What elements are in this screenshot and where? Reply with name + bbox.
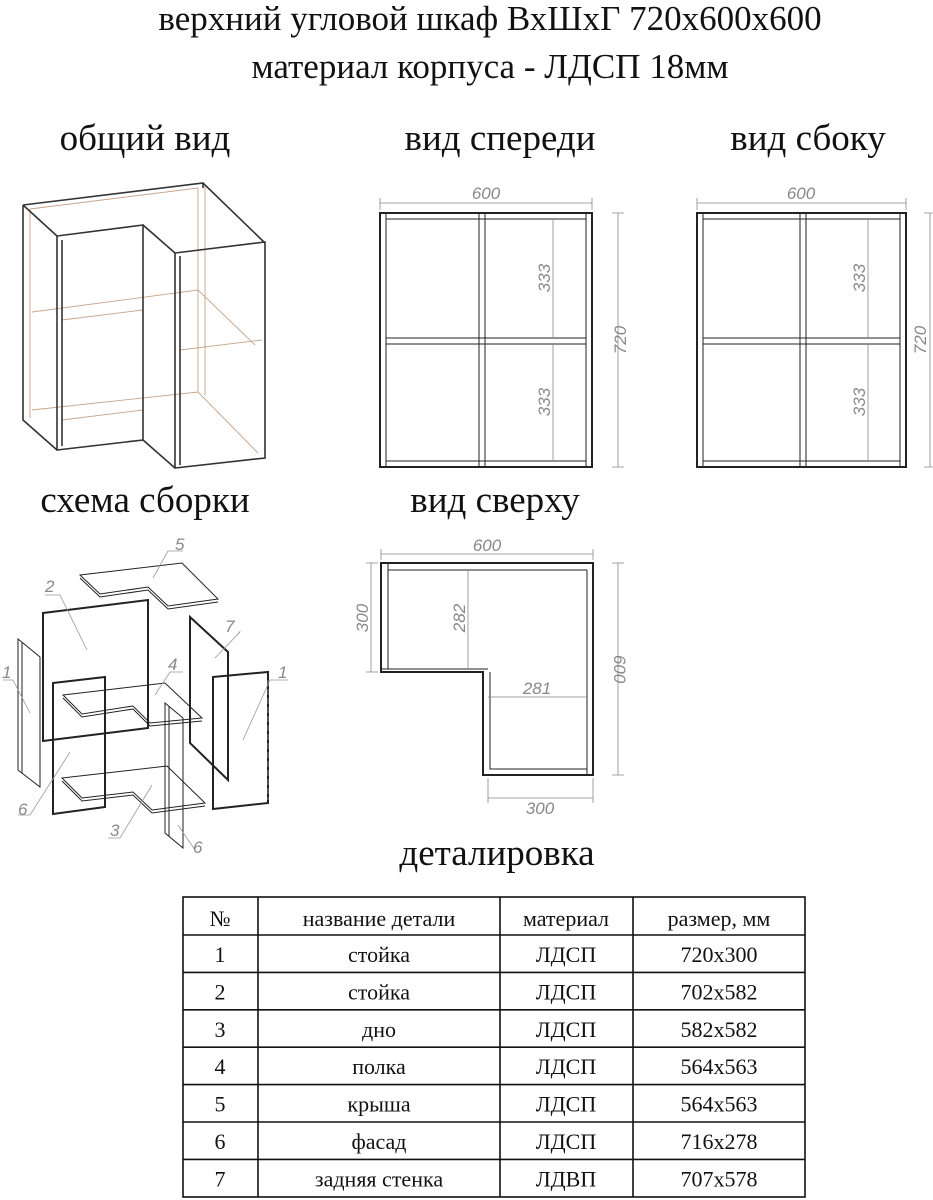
top-width-dim: 600 xyxy=(473,536,502,555)
front-shelf-lower-dim: 333 xyxy=(535,387,554,416)
part-label-5: 5 xyxy=(175,535,185,554)
section-front-view: вид спереди xyxy=(404,118,595,159)
side-height-dim: 720 xyxy=(911,325,930,354)
top-inner-width-dim: 281 xyxy=(522,679,551,698)
top-left-depth-dim: 300 xyxy=(353,603,372,632)
table-row: 3 дно ЛДСП 582х582 xyxy=(215,1017,758,1042)
table-row: 6 фасад ЛДСП 716х278 xyxy=(215,1129,758,1154)
row-size: 564х563 xyxy=(681,1092,758,1117)
row-material: ЛДВП xyxy=(536,1166,597,1191)
row-size: 720х300 xyxy=(681,942,758,967)
section-assembly: схема сборки xyxy=(40,480,249,521)
row-part-name: фасад xyxy=(351,1129,406,1154)
details-table: № название детали материал размер, мм 1 с… xyxy=(182,896,806,1198)
top-inner-depth-dim: 282 xyxy=(450,603,469,633)
header-size: размер, мм xyxy=(668,906,771,931)
row-material: ЛДСП xyxy=(536,1129,597,1154)
row-part-name: задняя стенка xyxy=(315,1166,443,1191)
isometric-cabinet-view xyxy=(22,182,266,469)
header-material: материал xyxy=(523,906,609,931)
row-part-name: полка xyxy=(352,1054,406,1079)
row-size: 702х582 xyxy=(681,979,758,1004)
top-bottom-width-dim: 300 xyxy=(526,799,555,818)
top-right-depth-dim: 600 xyxy=(610,655,629,684)
row-number: 5 xyxy=(215,1092,226,1117)
row-size: 564х563 xyxy=(681,1054,758,1079)
row-material: ЛДСП xyxy=(536,1017,597,1042)
part-label-4: 4 xyxy=(168,655,177,674)
row-number: 4 xyxy=(215,1054,226,1079)
row-part-name: дно xyxy=(362,1017,396,1042)
side-view-drawing: 600 720 333 333 xyxy=(696,184,933,468)
section-general-view: общий вид xyxy=(60,118,231,159)
section-side-view: вид сбоку xyxy=(730,118,886,159)
row-part-name: стойка xyxy=(348,942,410,967)
header-part-name: название детали xyxy=(303,906,456,931)
table-row: 5 крыша ЛДСП 564х563 xyxy=(215,1092,758,1117)
table-row: 2 стойка ЛДСП 702х582 xyxy=(215,979,758,1004)
side-width-dim: 600 xyxy=(787,184,816,203)
part-label-3: 3 xyxy=(110,821,120,840)
front-shelf-upper-dim: 333 xyxy=(535,263,554,292)
table-row: 7 задняя стенка ЛДВП 707х578 xyxy=(215,1166,758,1191)
table-row: 1 стойка ЛДСП 720х300 xyxy=(215,942,758,967)
row-material: ЛДСП xyxy=(536,942,597,967)
row-number: 7 xyxy=(215,1166,226,1191)
table-row: 4 полка ЛДСП 564х563 xyxy=(215,1054,758,1079)
row-material: ЛДСП xyxy=(536,979,597,1004)
table-header-row: № название детали материал размер, мм xyxy=(210,906,771,931)
title-line-1: верхний угловой шкаф ВхШхГ 720х600х600 xyxy=(158,0,821,38)
row-size: 582х582 xyxy=(681,1017,758,1042)
part-label-1-left: 1 xyxy=(2,663,11,682)
row-number: 1 xyxy=(215,942,226,967)
row-part-name: стойка xyxy=(348,979,410,1004)
row-part-name: крыша xyxy=(347,1092,410,1117)
row-number: 2 xyxy=(215,979,226,1004)
row-size: 716х278 xyxy=(681,1129,758,1154)
row-material: ЛДСП xyxy=(536,1054,597,1079)
side-shelf-upper-dim: 333 xyxy=(850,263,869,292)
front-height-dim: 720 xyxy=(611,325,630,354)
title-line-2: материал корпуса - ЛДСП 18мм xyxy=(251,47,728,86)
row-number: 6 xyxy=(215,1129,226,1154)
part-label-1-right: 1 xyxy=(278,663,287,682)
top-view-drawing: 600 300 282 281 600 300 xyxy=(353,536,629,818)
part-label-2: 2 xyxy=(44,577,55,596)
part-label-6-left: 6 xyxy=(18,800,28,819)
part-label-6-right: 6 xyxy=(193,838,203,857)
row-material: ЛДСП xyxy=(536,1092,597,1117)
row-number: 3 xyxy=(215,1017,226,1042)
exploded-assembly-view: 5 2 1 7 4 1 6 3 6 xyxy=(2,535,288,857)
row-size: 707х578 xyxy=(681,1166,758,1191)
header-number: № xyxy=(210,906,231,931)
front-view-drawing: 600 720 333 333 xyxy=(379,184,630,468)
section-top-view: вид сверху xyxy=(410,480,580,521)
section-details: деталировка xyxy=(399,833,594,874)
front-width-dim: 600 xyxy=(472,184,501,203)
part-label-7: 7 xyxy=(225,617,235,636)
side-shelf-lower-dim: 333 xyxy=(850,387,869,416)
